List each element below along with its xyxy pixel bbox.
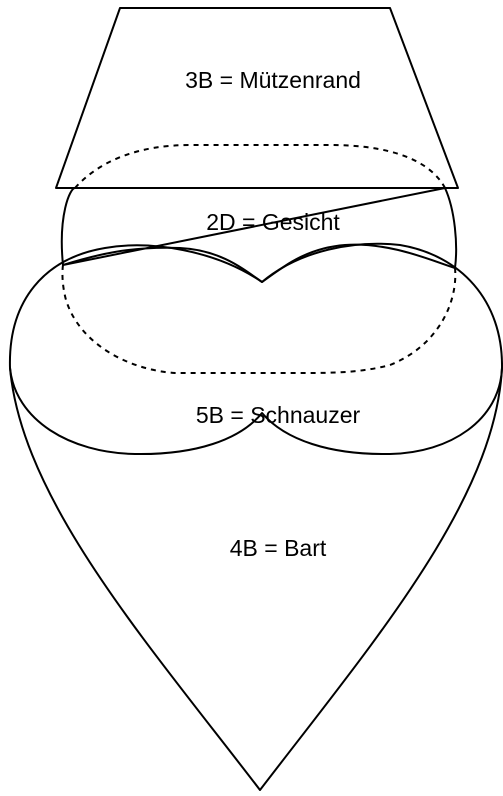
muetzenrand-label: 3B = Mützenrand — [185, 67, 361, 93]
muetzenrand-shape — [55, 7, 459, 189]
bart-label: 4B = Bart — [230, 535, 327, 561]
gesicht-shape — [60, 187, 458, 283]
bart-shape — [9, 367, 503, 791]
schnauzer-label: 5B = Schnauzer — [196, 402, 361, 428]
gesicht-label: 2D = Gesicht — [206, 209, 340, 235]
gesicht-hidden-outline — [61, 144, 457, 374]
schnauzer-shape — [8, 242, 503, 456]
